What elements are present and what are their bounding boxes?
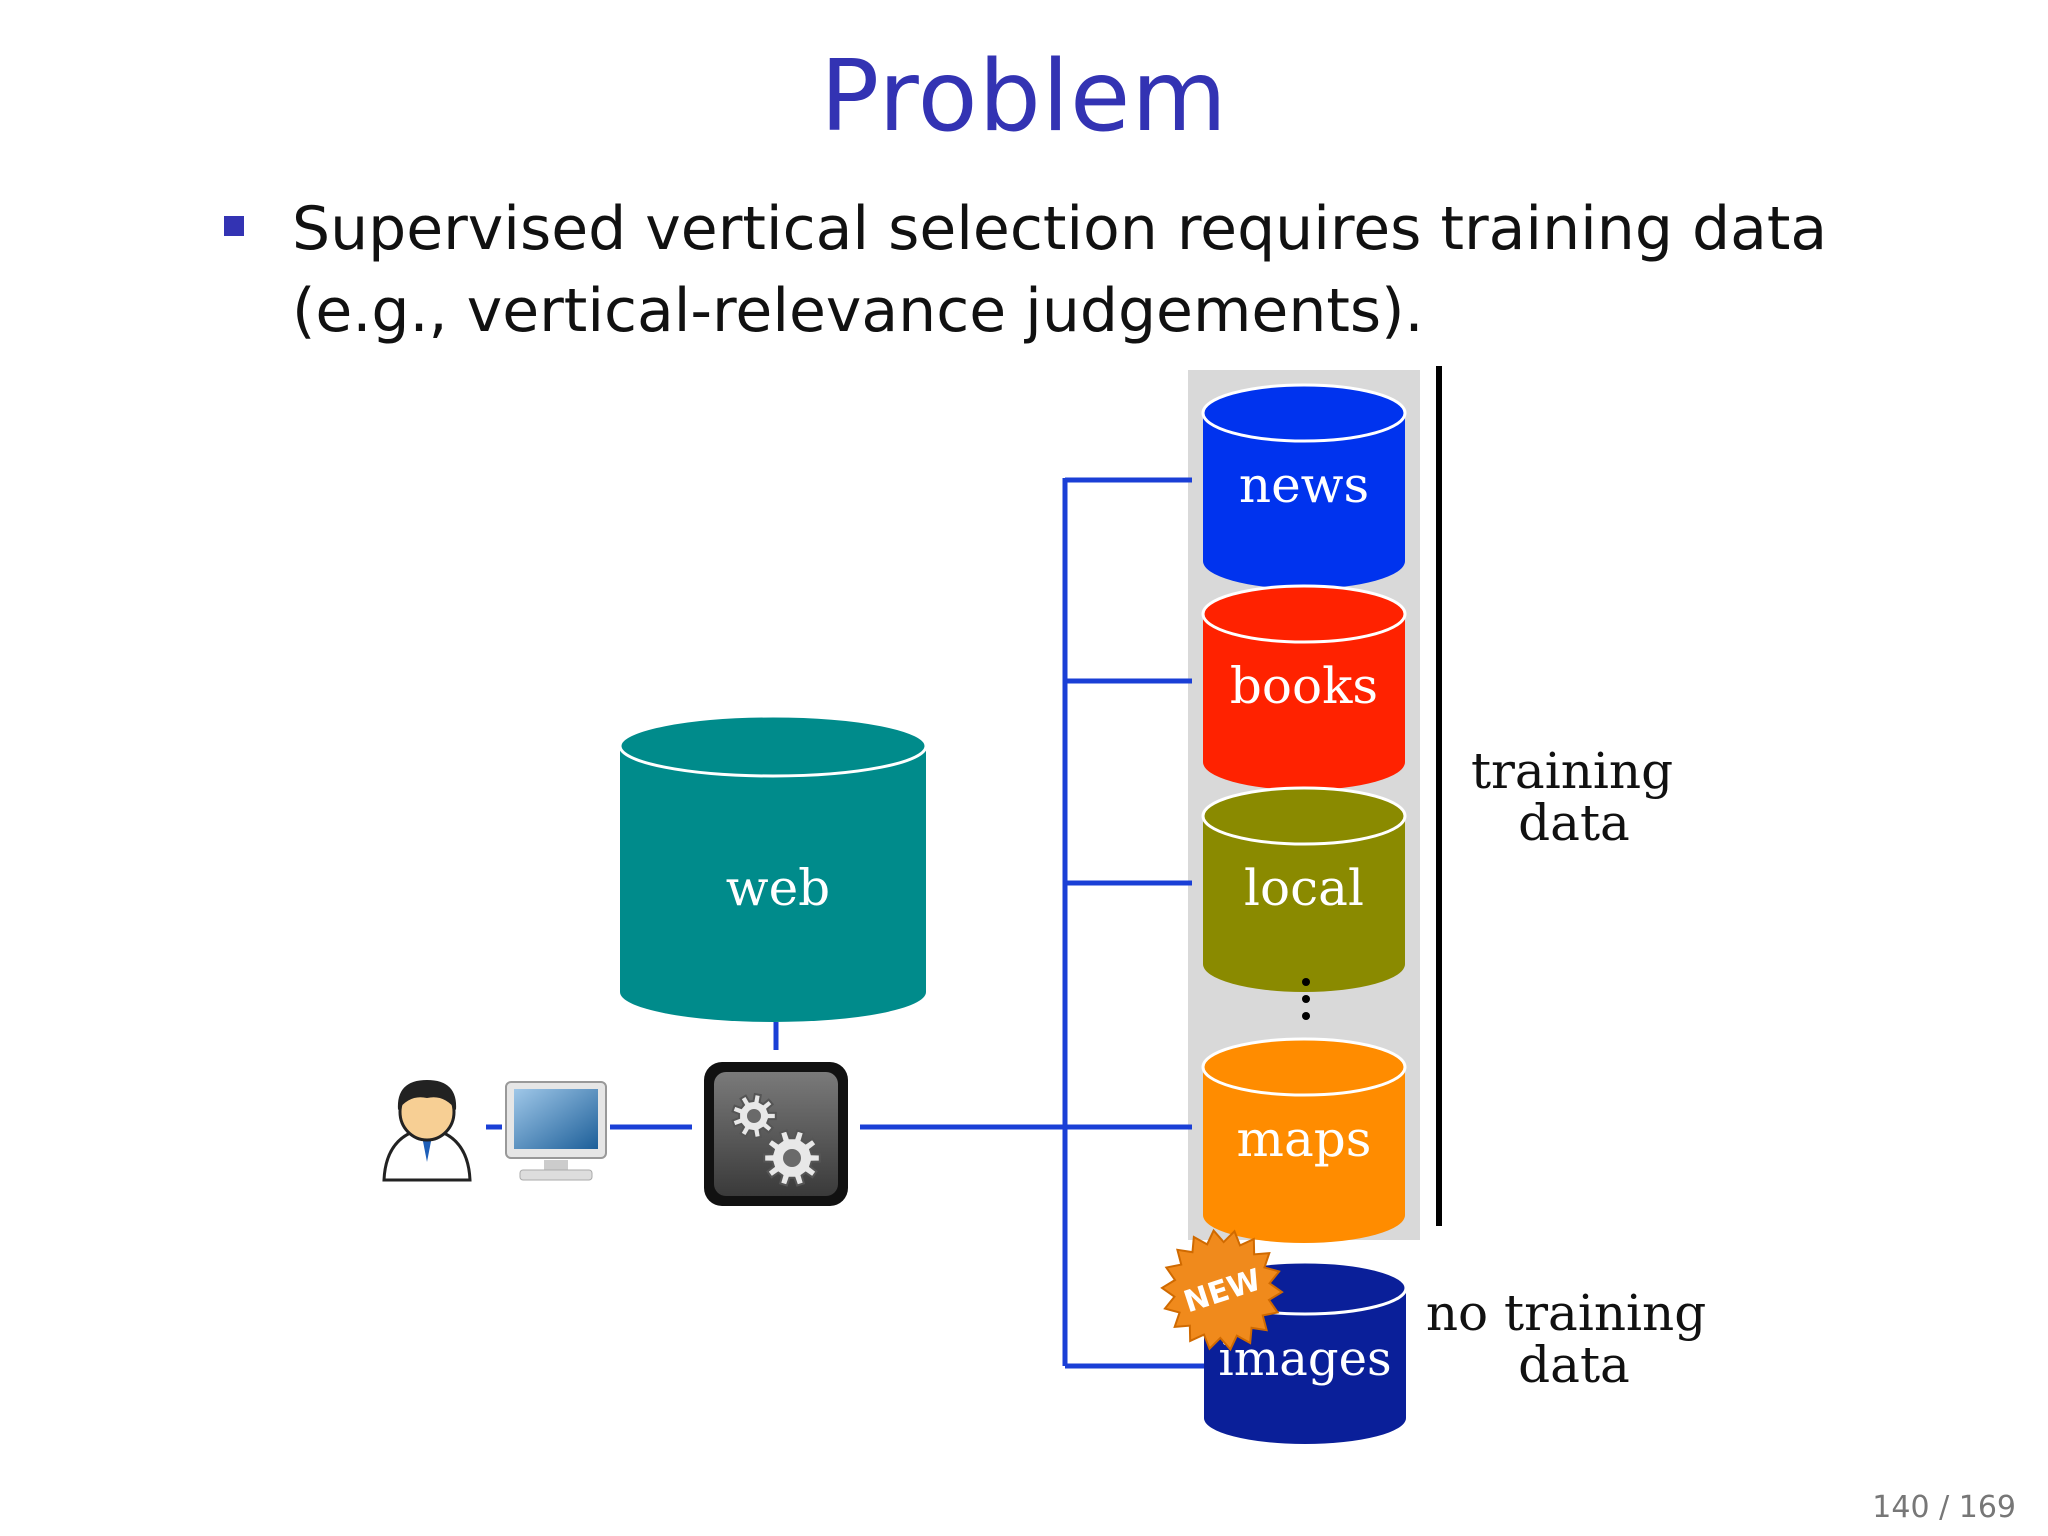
cylinder-label-local: local	[1244, 859, 1364, 917]
training-data-line1: training	[1471, 742, 1673, 800]
slide-title: Problem	[820, 40, 1228, 154]
cylinder-label-news: news	[1239, 456, 1369, 514]
connector-lines	[486, 477, 1210, 1369]
web-label: web	[726, 859, 830, 917]
new-badge: NEW	[1160, 1228, 1284, 1352]
monitor-icon	[505, 1081, 607, 1181]
web-cylinder: web	[618, 714, 928, 1022]
cylinder-local: local	[1201, 786, 1407, 992]
cylinder-label-maps: maps	[1237, 1110, 1372, 1168]
bullet-text: Supervised vertical selection requires t…	[292, 194, 1828, 346]
training-data-label: training data	[1471, 742, 1689, 852]
cylinder-maps: maps	[1201, 1037, 1407, 1243]
vertical-cylinders: news books local maps	[1201, 383, 1407, 1243]
user-icon	[382, 1080, 472, 1182]
page-number: 140 / 169	[1872, 1490, 2016, 1525]
gears-icon	[704, 1062, 848, 1206]
cylinder-news: news	[1201, 383, 1407, 589]
cylinder-label-books: books	[1230, 657, 1378, 715]
no-training-data-line2: data	[1518, 1336, 1630, 1394]
cylinder-books: books	[1201, 584, 1407, 790]
bullet-marker	[224, 216, 244, 236]
no-training-data-label: no training data	[1426, 1284, 1722, 1394]
no-training-data-line1: no training	[1426, 1284, 1706, 1342]
training-data-line2: data	[1518, 794, 1630, 852]
ellipsis-dots	[1302, 978, 1310, 1020]
